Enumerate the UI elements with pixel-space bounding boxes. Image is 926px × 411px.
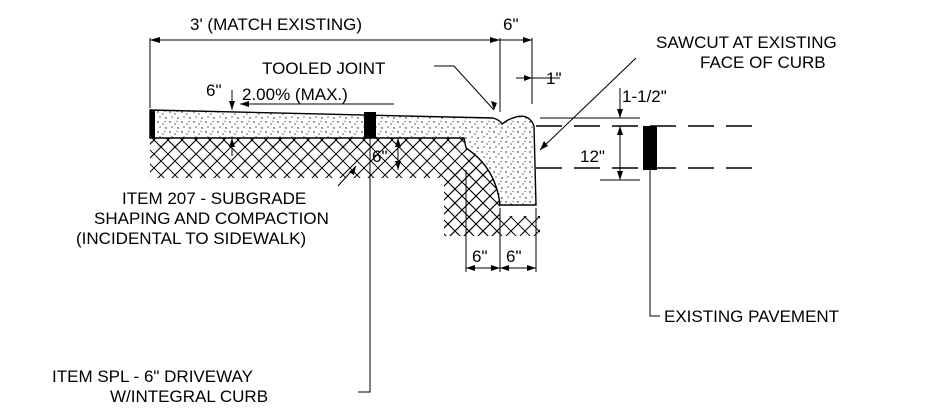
slope-label: 2.00% (MAX.) <box>242 85 348 104</box>
subgrade-soil <box>150 136 540 236</box>
base-left-6in-label: 6" <box>472 247 488 266</box>
leader-lines <box>337 57 660 393</box>
existing-pavement-label: EXISTING PAVEMENT <box>664 307 839 326</box>
width-match-existing-label: 3' (MATCH EXISTING) <box>190 15 362 34</box>
curb-height-12in-label: 12" <box>580 147 605 166</box>
dimension-lines <box>149 37 640 272</box>
existing-pavement-joint <box>643 126 657 170</box>
concrete-driveway-slab <box>149 109 537 206</box>
item207-label-line3: (INCIDENTAL TO SIDEWALK) <box>76 229 306 248</box>
curb-reveal-label: 1-1/2" <box>622 87 667 106</box>
itemspl-label-line2: W/INTEGRAL CURB <box>110 387 268 406</box>
slab-6in-label: 6" <box>206 81 222 100</box>
item207-label-line1: ITEM 207 - SUBGRADE <box>122 189 306 208</box>
left-end-joint <box>150 110 155 138</box>
tooled-joint-label: TOOLED JOINT <box>262 59 385 78</box>
sawcut-label-line2: FACE OF CURB <box>700 53 826 72</box>
offset-1in-label: 1" <box>546 69 562 88</box>
curb-depth-6in-label: 6" <box>372 147 388 166</box>
base-right-6in-label: 6" <box>506 247 522 266</box>
itemspl-label-line1: ITEM SPL - 6" DRIVEWAY <box>52 367 253 386</box>
item207-label-line2: SHAPING AND COMPACTION <box>94 209 329 228</box>
sawcut-label-line1: SAWCUT AT EXISTING <box>656 33 837 52</box>
tooled-joint-mark <box>364 112 376 138</box>
curb-top-width-label: 6" <box>503 15 519 34</box>
